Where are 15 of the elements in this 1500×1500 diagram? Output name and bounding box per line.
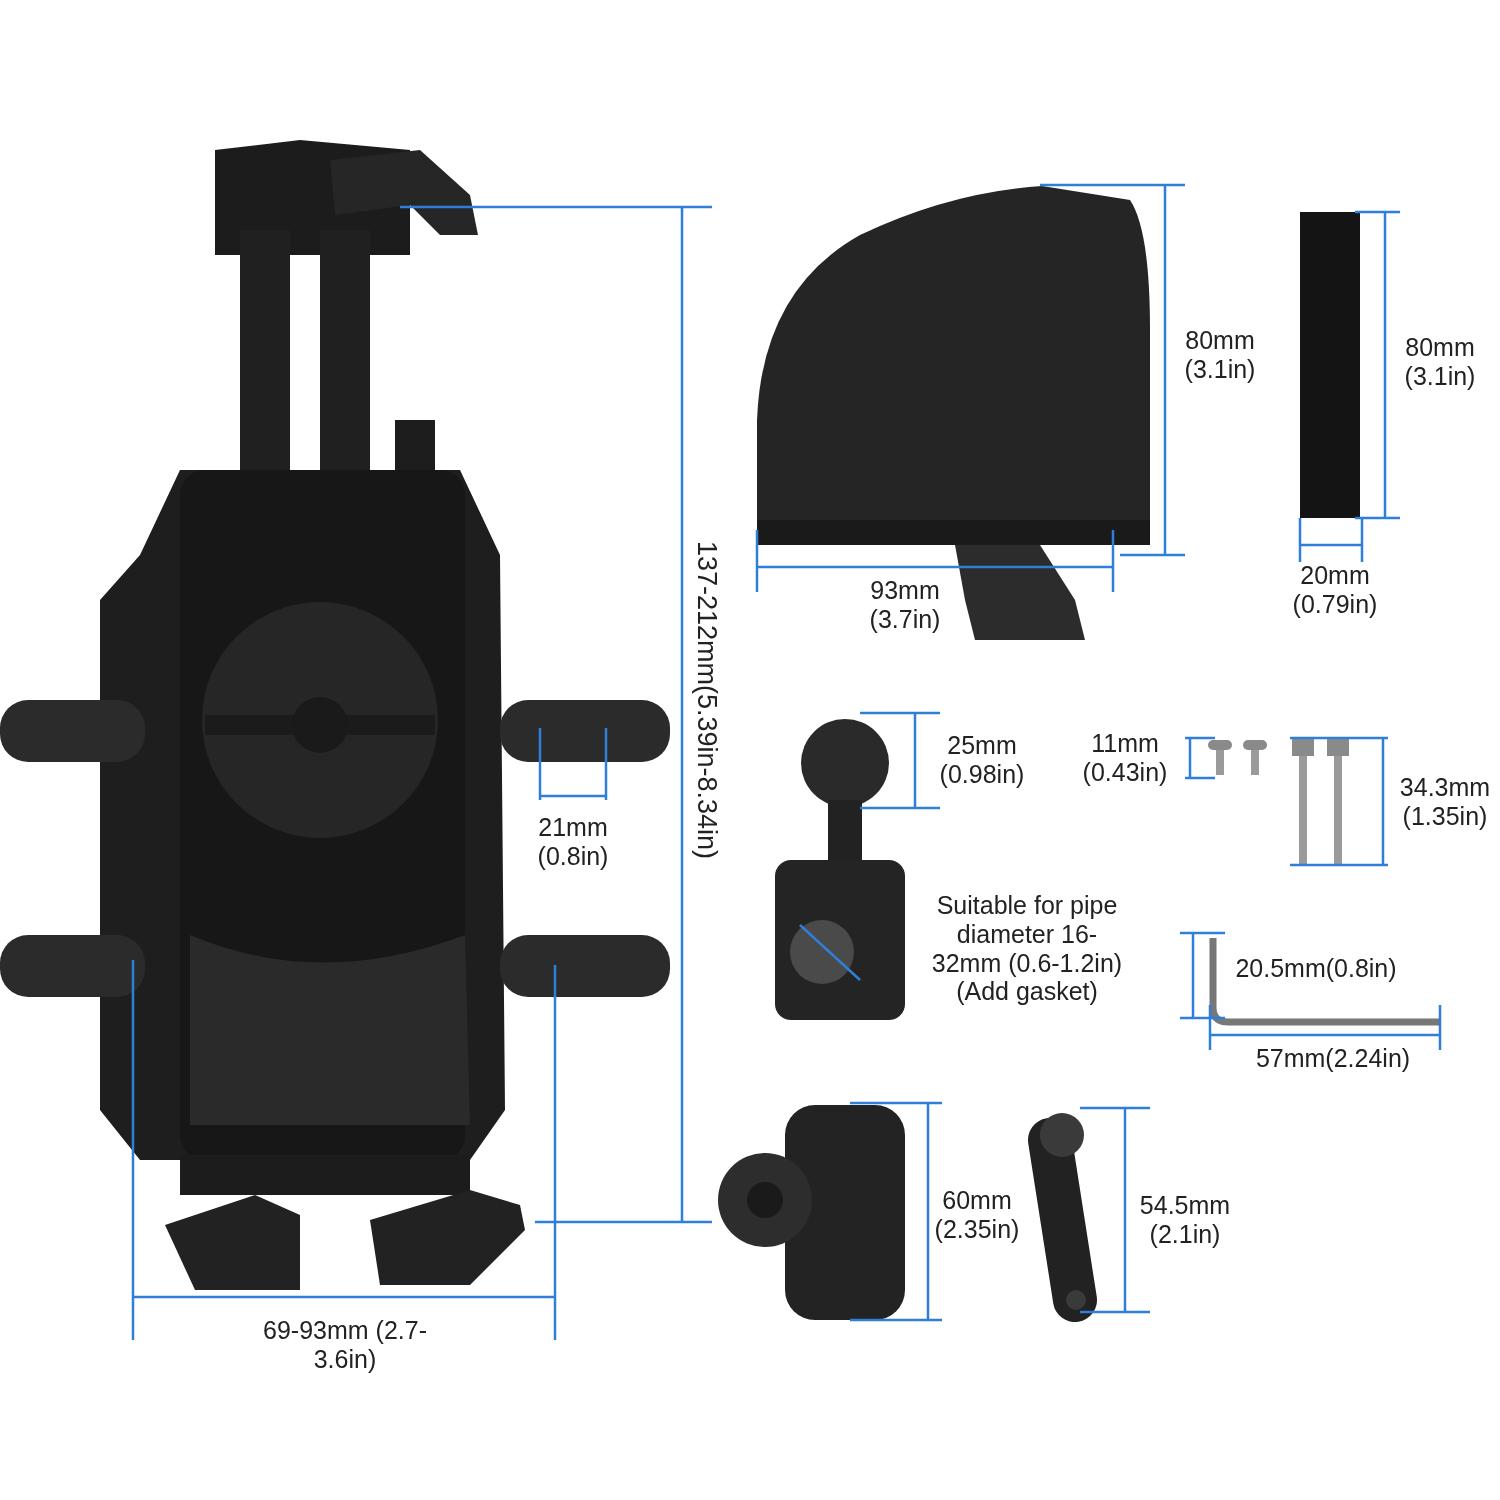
dimension-label: 34.3mm (1.35in) bbox=[1399, 773, 1491, 831]
dimension-label: 54.5mm (2.1in) bbox=[1139, 1191, 1231, 1249]
dimension-label: 93mm (3.7in) bbox=[869, 576, 941, 634]
dimension-label: 11mm (0.43in) bbox=[1082, 729, 1168, 787]
dimension-label: 20.5mm(0.8in) bbox=[1235, 953, 1397, 983]
note-text: Suitable for pipe diameter 16-32mm (0.6-1.2in) (Add gasket) bbox=[930, 890, 1124, 1006]
dimension-label: 21mm (0.8in) bbox=[537, 813, 609, 871]
dimension-label: 80mm (3.1in) bbox=[1404, 333, 1476, 391]
dimension-label: 69-93mm (2.7-3.6in) bbox=[262, 1316, 428, 1374]
dimension-label: 137-212mm(5.39in-8.34in) bbox=[690, 540, 722, 860]
dimension-label: 80mm (3.1in) bbox=[1184, 326, 1256, 384]
dimension-label: 20mm (0.79in) bbox=[1292, 561, 1378, 619]
dimension-label: 57mm(2.24in) bbox=[1255, 1043, 1411, 1073]
dimension-label: 60mm (2.35in) bbox=[934, 1186, 1020, 1244]
dimension-label: 25mm (0.98in) bbox=[939, 731, 1025, 789]
